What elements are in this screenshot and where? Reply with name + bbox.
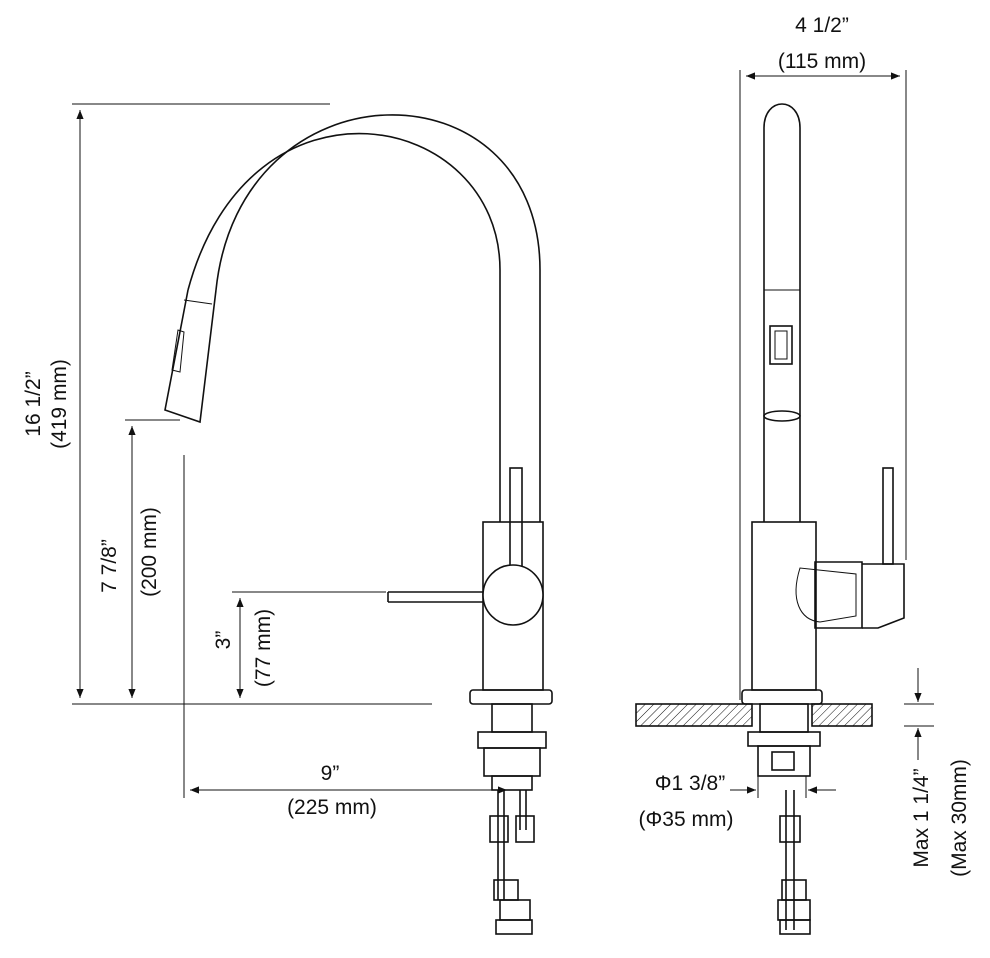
faucet-side-view xyxy=(164,114,553,935)
spout-height-mm-label: (200 mm) xyxy=(138,507,161,597)
deck-max-inches-label: Max 1 1/4” xyxy=(910,768,933,867)
height-inches-label: 16 1/2” xyxy=(22,371,45,436)
overall-height-dimension: 16 1/2” (419 mm) xyxy=(22,103,432,705)
hole-diameter-inches-label: Φ1 3/8” xyxy=(655,772,725,795)
width-inches-label: 4 1/2” xyxy=(795,14,849,37)
handle-height-mm-label: (77 mm) xyxy=(252,609,275,687)
reach-dimension: 9” (225 mm) xyxy=(183,455,507,819)
handle-height-dimension: 3” (77 mm) xyxy=(212,591,386,698)
reach-mm-label: (225 mm) xyxy=(287,796,377,819)
width-dimension: 4 1/2” (115 mm) xyxy=(739,14,907,700)
spout-height-inches-label: 7 7/8” xyxy=(98,539,121,593)
height-mm-label: (419 mm) xyxy=(48,359,71,449)
reach-inches-label: 9” xyxy=(321,762,340,785)
faucet-front-view xyxy=(635,103,905,935)
hole-diameter-mm-label: (Φ35 mm) xyxy=(639,808,734,831)
spout-height-dimension: 7 7/8” (200 mm) xyxy=(98,419,180,698)
hole-diameter-dimension: Φ1 3/8” (Φ35 mm) xyxy=(639,772,836,831)
handle-height-inches-label: 3” xyxy=(212,631,235,650)
deck-thickness-dimension: Max 1 1/4” (Max 30mm) xyxy=(904,668,971,877)
width-mm-label: (115 mm) xyxy=(778,50,866,73)
deck-max-mm-label: (Max 30mm) xyxy=(948,759,971,877)
